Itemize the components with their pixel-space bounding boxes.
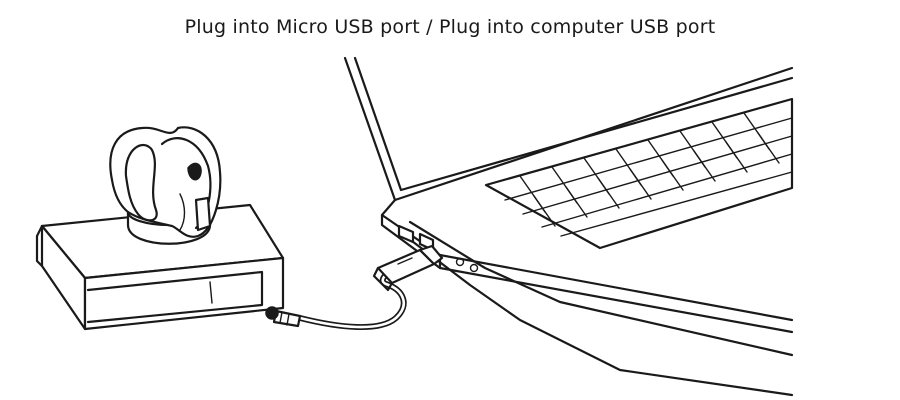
port-led-1 [455, 257, 465, 267]
laptop-keyboard [484, 97, 794, 250]
device-head [109, 126, 222, 238]
micro-usb-port [265, 306, 279, 320]
port-led-2 [469, 263, 479, 273]
usb-a-plug [372, 244, 444, 292]
laptop-illustration [343, 56, 794, 397]
keyboard-key-columns [519, 112, 780, 227]
instruction-caption: Plug into Micro USB port / Plug into com… [184, 16, 716, 38]
sensor-device [35, 126, 285, 331]
usb-port [397, 224, 415, 244]
usb-cable [272, 244, 444, 331]
keyboard-key-rows [504, 117, 793, 237]
laptop-screen [343, 56, 794, 202]
